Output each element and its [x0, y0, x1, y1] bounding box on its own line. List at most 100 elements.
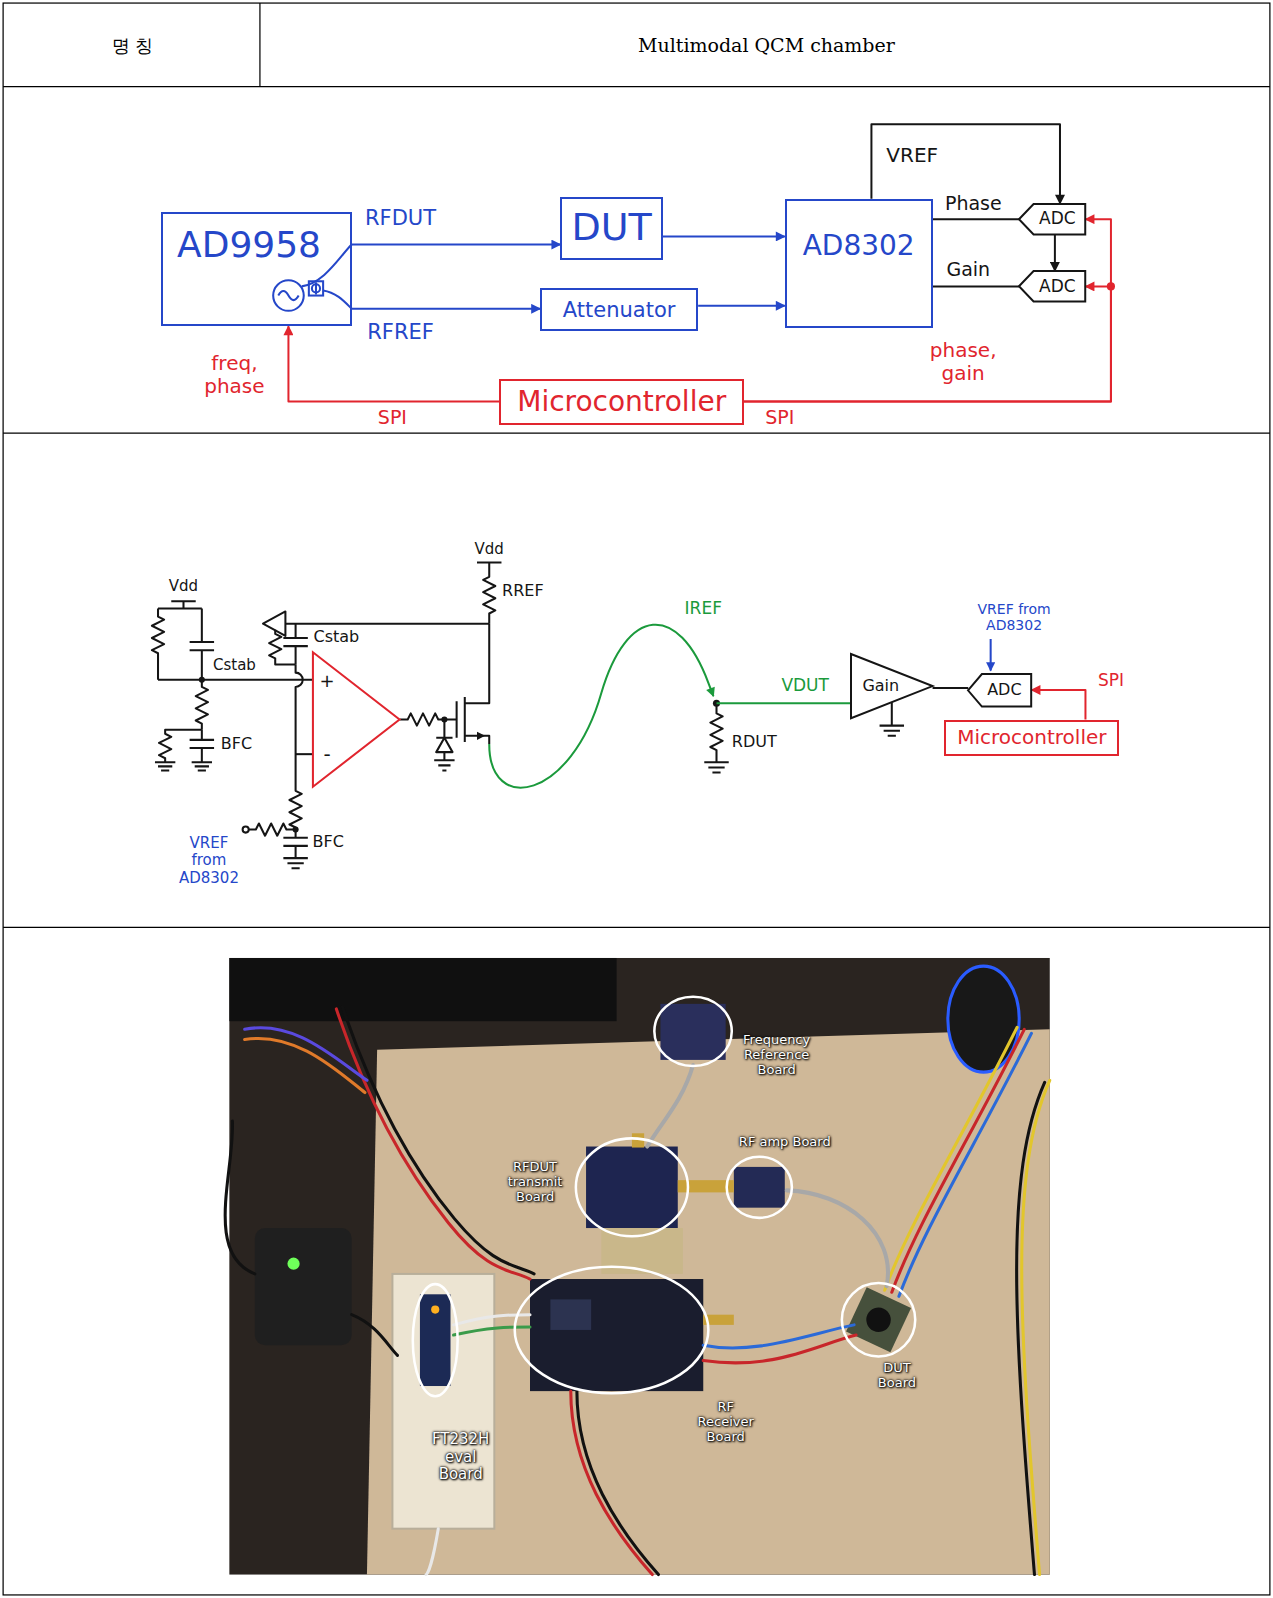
- component-label: Cstab: [213, 657, 256, 674]
- bench-photo: [660, 1004, 725, 1060]
- bench-photo: [1017, 1082, 1045, 1574]
- schematic-wires: [190, 608, 214, 679]
- bench-photo: [431, 1306, 439, 1314]
- bench-photo: [229, 958, 1049, 1575]
- junction-dot: [441, 716, 447, 722]
- oscillator-symbol: [278, 291, 298, 300]
- bench-photo: [454, 1315, 530, 1325]
- attenuator-box: Attenuator: [540, 288, 698, 331]
- bench-photo: [367, 1029, 1050, 1574]
- bench-photo: [426, 1529, 438, 1575]
- bench-photo: [225, 1007, 1050, 1575]
- signal-connector: [352, 308, 541, 310]
- table-grid: [3, 86, 1270, 87]
- bench-photo: [229, 958, 616, 1021]
- junction-dot: [293, 827, 299, 833]
- adc-symbol-outline: [968, 674, 1031, 707]
- bench-photo: [530, 1279, 703, 1391]
- signal-connector: [352, 244, 561, 246]
- pin-sign: -: [324, 743, 331, 766]
- bench-photo: [413, 1284, 458, 1396]
- bench-photo: [654, 997, 731, 1066]
- pin-sign: +: [320, 670, 335, 691]
- table-grid: [3, 3, 1270, 1595]
- schematic-wires: [152, 563, 904, 869]
- table-cell: 명 칭: [112, 36, 154, 57]
- schematic-wires: [196, 680, 208, 730]
- signal-name: IREF: [685, 600, 722, 620]
- chip-box: AD8302: [785, 199, 933, 328]
- photo-callout: DUT Board: [872, 1361, 921, 1391]
- oscillator-symbol: [323, 290, 352, 308]
- schematic-wires: [457, 624, 490, 744]
- photo-callout: Frequency Reference Board: [735, 1032, 819, 1077]
- schematic-wires: [880, 702, 904, 736]
- node-label: AD9958: [177, 224, 321, 265]
- schematic-wires: [152, 608, 164, 679]
- bench-photo: [703, 1335, 856, 1363]
- bench-photo: [255, 1228, 352, 1345]
- bench-photo: [413, 997, 915, 1397]
- table-cell: Multimodal QCM chamber: [638, 35, 895, 57]
- bench-photo: [576, 1138, 688, 1236]
- bench-photo: [586, 1147, 678, 1229]
- bench-photo: [948, 966, 1019, 1072]
- amplifier-triangle-outline: [851, 654, 933, 718]
- bench-photo: [892, 1029, 1024, 1292]
- current-wire: [489, 625, 851, 788]
- adc-symbol-outline: [1019, 271, 1085, 302]
- schematic-wires: [190, 730, 214, 771]
- signal-connector: [663, 235, 785, 237]
- photo-callout: RF amp Board: [739, 1134, 831, 1149]
- adc-symbol: ADC: [1019, 271, 1085, 302]
- schematic-wires: [289, 664, 302, 829]
- supply-label: Vdd: [475, 542, 504, 559]
- signal-connector: [744, 286, 1111, 401]
- adc-symbol-outline: [1019, 204, 1085, 235]
- schematic-wires: [434, 720, 454, 771]
- bench-photo: [846, 1287, 911, 1352]
- bench-photo: [846, 1287, 911, 1352]
- bench-photo: [245, 1038, 365, 1092]
- current-wire: [489, 625, 713, 788]
- schematic-wires: [243, 827, 249, 833]
- bench-photo: [787, 1190, 888, 1286]
- component-label: RDUT: [732, 733, 777, 751]
- signal-connector: [933, 218, 1020, 220]
- node-label: Microcontroller: [957, 726, 1106, 749]
- edge-label: SPI: [765, 407, 794, 429]
- node-label: Attenuator: [563, 298, 676, 322]
- bench-photo: [225, 1121, 255, 1274]
- component-label: Cstab: [313, 628, 359, 646]
- schematic-wires: [158, 679, 313, 681]
- table-grid: [3, 3, 1270, 1595]
- bench-photo: [734, 1167, 785, 1208]
- device-box: DUT: [560, 197, 662, 260]
- chip-box: AD9958: [161, 212, 352, 326]
- mosfet-arrow: [477, 732, 485, 740]
- bench-photo: [342, 1007, 534, 1274]
- bench-photo: [899, 1033, 1031, 1296]
- photo-callout: FT232H eval Board: [428, 1432, 493, 1484]
- node-label: DUT: [571, 206, 651, 250]
- edge-label: RFREF: [367, 320, 434, 344]
- signal-name: freq, phase: [198, 352, 271, 398]
- component-label: BFC: [221, 735, 252, 753]
- signal-connector: [698, 305, 785, 307]
- signal-connector: [871, 124, 1060, 203]
- amplifier-triangle: Gain: [851, 654, 933, 718]
- edge-label: Gain: [946, 259, 990, 281]
- opamp-symbol: [313, 652, 400, 787]
- schematic-wires: [285, 623, 489, 625]
- signal-name: VDUT: [781, 676, 829, 696]
- edge-label: RFDUT: [365, 206, 436, 230]
- edge-label: SPI: [378, 407, 407, 429]
- current-wire: [717, 702, 852, 704]
- adc-symbol: ADC: [1019, 204, 1085, 235]
- signal-note: VREF from AD8302: [965, 601, 1063, 633]
- signal-connector: [1031, 690, 1085, 720]
- schematic-wires: [158, 601, 202, 608]
- photo-callout: RFDUT transmit Board: [498, 1160, 571, 1205]
- node-label: ADC: [1039, 277, 1076, 297]
- component-label: RREF: [502, 582, 544, 600]
